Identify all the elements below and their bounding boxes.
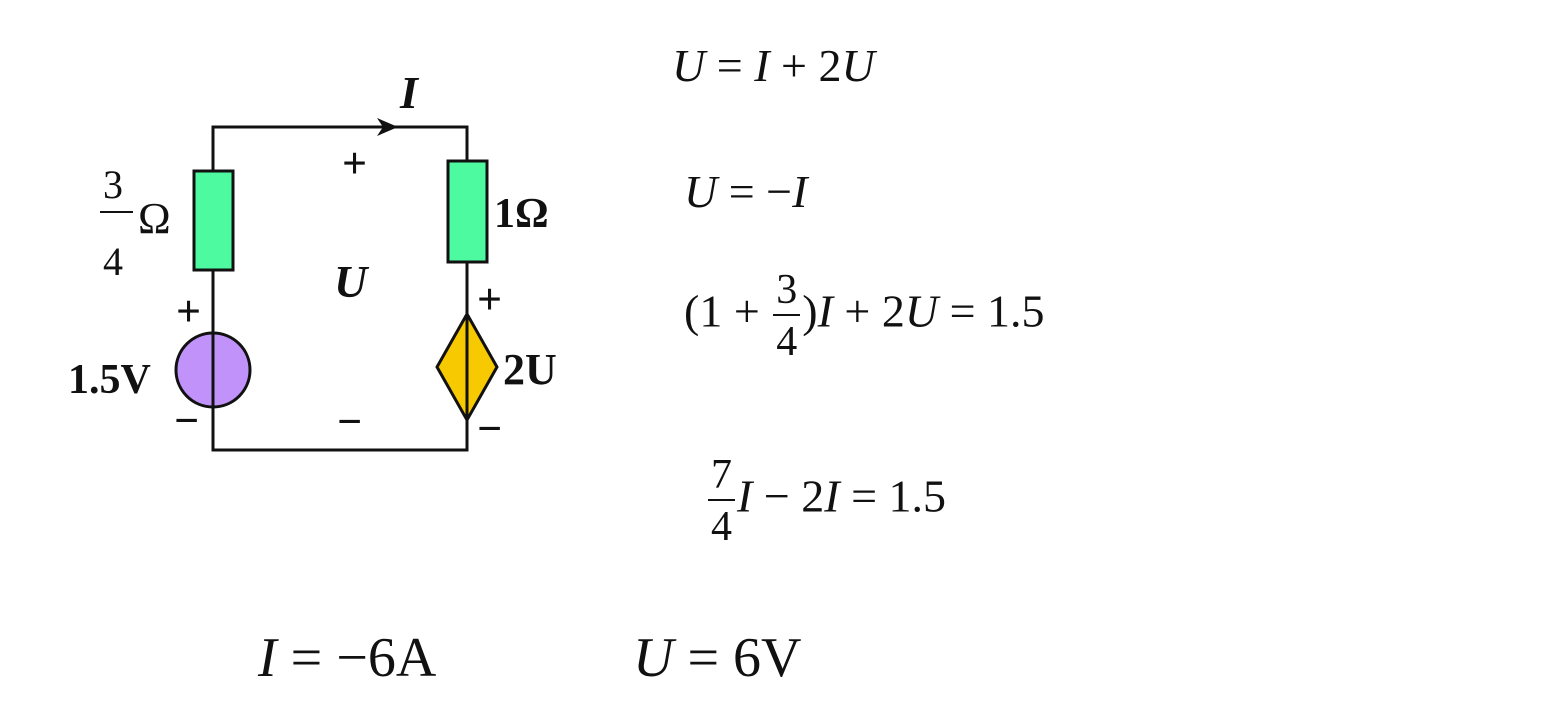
- eq1-u: U: [672, 40, 706, 91]
- voltage-source-minus: −: [174, 396, 199, 445]
- eq3-u: U: [904, 285, 939, 337]
- current-arrow-icon: [377, 118, 398, 136]
- right-resistor-label: 1Ω: [494, 191, 549, 237]
- eq1-plus-2: + 2: [769, 40, 842, 91]
- dependent-source-plus: +: [477, 275, 502, 324]
- right-resistor: [446, 159, 489, 264]
- dependent-source-label: 2U: [503, 345, 557, 394]
- voltage-source-plus: +: [176, 287, 201, 336]
- eq1-equals: =: [705, 40, 755, 91]
- bottom-wire: [211, 408, 469, 452]
- answer-current: I = −6A: [258, 630, 436, 686]
- eq3-plus-2: + 2: [832, 285, 905, 337]
- eq2-i: I: [792, 166, 808, 217]
- left-resistor: [192, 169, 235, 272]
- eq2-equals-minus: = −: [717, 166, 793, 217]
- dependent-source-minus: −: [477, 404, 502, 453]
- top-wire: [211, 125, 469, 171]
- voltage-u-plus: +: [342, 139, 367, 188]
- left-resistor-unit: Ω: [138, 194, 171, 243]
- answer-voltage-value: = 6V: [673, 627, 802, 689]
- eq3-open: (1 +: [684, 285, 772, 337]
- circuit-diagram: I 3 4 Ω 1Ω 1.5V + − 2U + − + U −: [68, 67, 557, 453]
- left-resistor-numerator: 3: [103, 162, 123, 207]
- eq3-rhs: = 1.5: [938, 285, 1045, 337]
- eq3-i: I: [817, 285, 833, 337]
- eq4-denominator: 4: [711, 504, 732, 551]
- voltage-u-minus: −: [337, 397, 362, 446]
- equation-2: U = −I: [684, 169, 807, 215]
- current-label: I: [399, 67, 420, 118]
- eq4-rhs: = 1.5: [839, 470, 947, 522]
- left-resistor-denominator: 4: [103, 239, 123, 284]
- eq4-i: I: [737, 470, 753, 522]
- eq4-i2: I: [824, 470, 840, 522]
- eq4-minus-2: − 2: [752, 470, 825, 522]
- eq2-u: U: [684, 166, 718, 217]
- voltage-source-label: 1.5V: [68, 357, 151, 403]
- wires: [211, 125, 469, 452]
- eq3-close: ): [802, 285, 818, 337]
- voltage-u-label: U: [334, 256, 370, 307]
- answer-voltage: U = 6V: [633, 630, 801, 686]
- equation-1: U = I + 2U: [672, 43, 875, 89]
- eq1-i: I: [754, 40, 770, 91]
- eq1-u2: U: [841, 40, 875, 91]
- answer-current-var: I: [258, 627, 277, 689]
- eq3-numerator: 3: [773, 268, 801, 317]
- answer-current-value: = −6A: [276, 627, 437, 689]
- eq3-denominator: 4: [776, 319, 798, 366]
- eq4-numerator: 7: [708, 453, 735, 502]
- answer-voltage-var: U: [633, 627, 674, 689]
